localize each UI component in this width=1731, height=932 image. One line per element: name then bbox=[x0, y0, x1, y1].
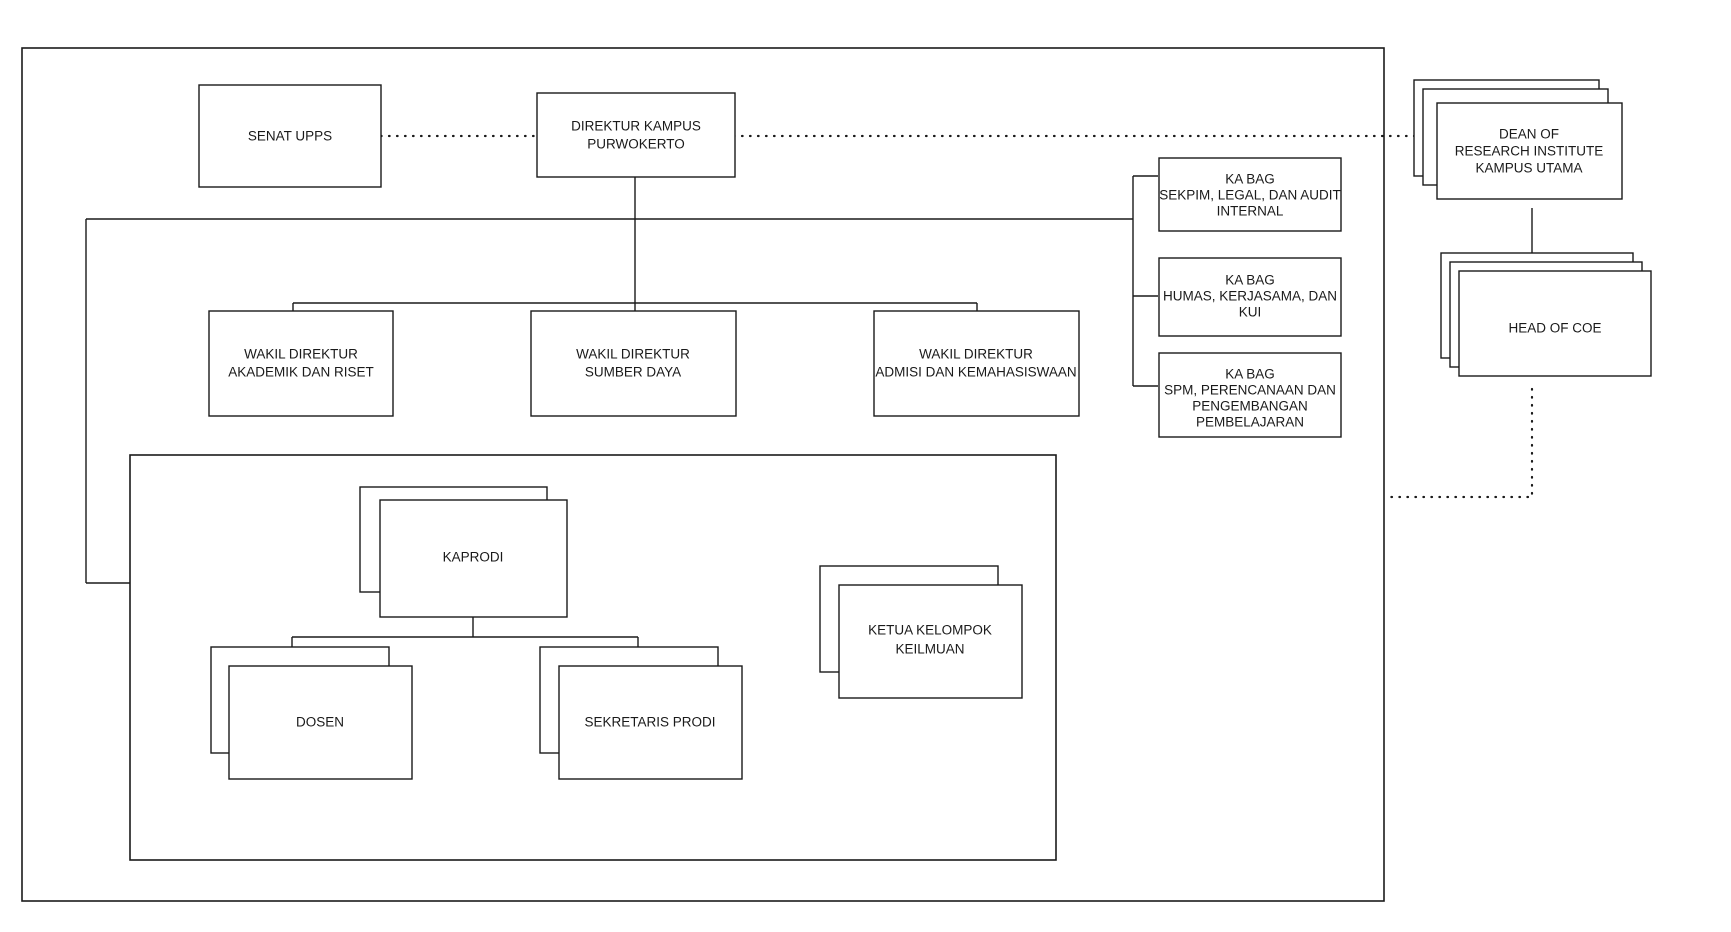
head-of-coe-label: HEAD OF COE bbox=[1508, 321, 1601, 336]
wakil-sumber-label-line1: WAKIL DIREKTUR bbox=[576, 347, 690, 362]
kabag-sekpim-label-line2: SEKPIM, LEGAL, DAN AUDIT bbox=[1159, 188, 1341, 203]
dean-label-line3: KAMPUS UTAMA bbox=[1475, 161, 1582, 176]
direktur-label-line1: DIREKTUR KAMPUS bbox=[571, 119, 701, 134]
node-sekretaris-prodi[interactable]: SEKRETARIS PRODI bbox=[539, 646, 743, 780]
node-senat-upps[interactable]: SENAT UPPS bbox=[198, 84, 382, 188]
kabag-spm-label-line4: PEMBELAJARAN bbox=[1196, 415, 1304, 430]
kaprodi-label: KAPRODI bbox=[443, 550, 504, 565]
kabag-humas-label-line1: KA BAG bbox=[1225, 273, 1275, 288]
kabag-humas-label-line2: HUMAS, KERJASAMA, DAN bbox=[1163, 289, 1337, 304]
wakil-akademik-label-line2: AKADEMIK DAN RISET bbox=[228, 365, 374, 380]
prodi-group-frame bbox=[129, 454, 1057, 861]
kaprodi-stack-front bbox=[379, 499, 568, 618]
node-wakil-direktur-sumber-daya[interactable]: WAKIL DIREKTUR SUMBER DAYA bbox=[530, 310, 737, 417]
dosen-label: DOSEN bbox=[296, 715, 344, 730]
node-kabag-humas[interactable]: KA BAG HUMAS, KERJASAMA, DAN KUI bbox=[1158, 257, 1342, 337]
node-wakil-direktur-akademik[interactable]: WAKIL DIREKTUR AKADEMIK DAN RISET bbox=[208, 310, 394, 417]
direktur-label-line2: PURWOKERTO bbox=[587, 137, 685, 152]
wakil-akademik-label-line1: WAKIL DIREKTUR bbox=[244, 347, 358, 362]
ketua-kelompok-label-line1: KETUA KELOMPOK bbox=[868, 623, 992, 638]
node-dosen[interactable]: DOSEN bbox=[210, 646, 413, 780]
node-kaprodi[interactable]: KAPRODI bbox=[359, 486, 568, 618]
node-head-of-coe[interactable]: HEAD OF COE bbox=[1440, 252, 1652, 377]
node-direktur-kampus[interactable]: DIREKTUR KAMPUS PURWOKERTO bbox=[536, 92, 736, 178]
kabag-spm-label-line2: SPM, PERENCANAAN DAN bbox=[1164, 383, 1336, 398]
kabag-spm-label-line1: KA BAG bbox=[1225, 367, 1275, 382]
node-ketua-kelompok-keilmuan[interactable]: KETUA KELOMPOK KEILMUAN bbox=[819, 565, 1023, 699]
node-dean-research-institute[interactable]: DEAN OF RESEARCH INSTITUTE KAMPUS UTAMA bbox=[1413, 79, 1623, 200]
kabag-sekpim-label-line1: KA BAG bbox=[1225, 172, 1275, 187]
node-kabag-sekpim[interactable]: KA BAG SEKPIM, LEGAL, DAN AUDIT INTERNAL bbox=[1158, 157, 1342, 232]
node-wakil-direktur-admisi[interactable]: WAKIL DIREKTUR ADMISI DAN KEMAHASISWAAN bbox=[873, 310, 1080, 417]
ketua-stack-front bbox=[838, 584, 1023, 699]
senat-upps-label: SENAT UPPS bbox=[248, 129, 332, 144]
kabag-humas-label-line3: KUI bbox=[1239, 305, 1262, 320]
dean-stack-front bbox=[1436, 102, 1623, 200]
dean-label-line1: DEAN OF bbox=[1499, 127, 1559, 142]
dean-label-line2: RESEARCH INSTITUTE bbox=[1455, 144, 1604, 159]
sekretaris-prodi-label: SEKRETARIS PRODI bbox=[584, 715, 715, 730]
wakil-sumber-label-line2: SUMBER DAYA bbox=[585, 365, 681, 380]
dosen-stack-front bbox=[228, 665, 413, 780]
sekretaris-stack-front bbox=[558, 665, 743, 780]
node-kabag-spm[interactable]: KA BAG SPM, PERENCANAAN DAN PENGEMBANGAN… bbox=[1158, 352, 1342, 438]
wakil-admisi-label-line2: ADMISI DAN KEMAHASISWAAN bbox=[875, 365, 1076, 380]
connector-coe-dotted-return bbox=[1382, 387, 1534, 499]
ketua-kelompok-label-line2: KEILMUAN bbox=[895, 642, 964, 657]
outer-frame bbox=[21, 47, 1385, 902]
coe-stack-front bbox=[1458, 270, 1652, 377]
kabag-sekpim-label-line3: INTERNAL bbox=[1217, 204, 1284, 219]
kabag-spm-label-line3: PENGEMBANGAN bbox=[1192, 399, 1308, 414]
wakil-admisi-label-line1: WAKIL DIREKTUR bbox=[919, 347, 1033, 362]
